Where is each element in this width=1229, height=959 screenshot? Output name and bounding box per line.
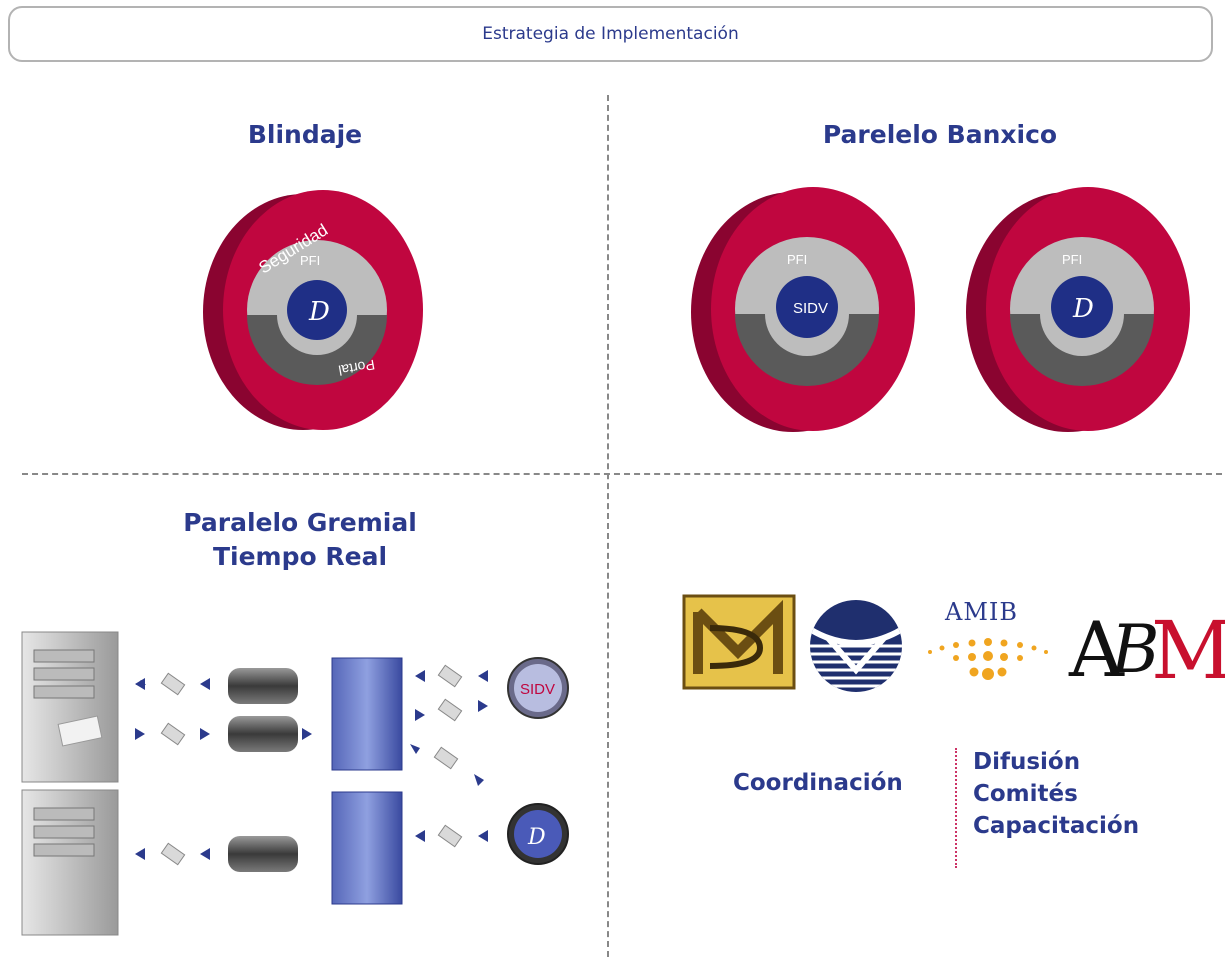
blindaje-disc: D Seguridad PFI Portal: [203, 190, 423, 430]
indeval-arc-logo-icon: [810, 600, 902, 692]
sidv-center-label: SIDV: [793, 300, 828, 317]
message-envelope-icon: [437, 698, 463, 722]
arrow-icon: [135, 728, 145, 740]
amib-logo-text: AMIB: [945, 598, 1019, 626]
arrow-icon: [415, 709, 425, 721]
ring-inner-label: Portal: [337, 357, 376, 379]
banxico-title: Parelelo Banxico: [822, 120, 1058, 149]
message-envelope-icon: [160, 842, 186, 866]
indeval-logo-icon: [287, 280, 347, 340]
svg-text:D: D: [527, 825, 546, 850]
abm-logo-icon: A B M: [1068, 604, 1225, 692]
arrow-icon: [415, 670, 425, 682]
coordinacion-items: Difusión Comités Capacitación: [973, 746, 1139, 842]
blindaje-title: Blindaje: [247, 120, 363, 149]
gremial-network-diagram: SIDV D: [21, 631, 569, 936]
message-envelope-icon: [57, 715, 103, 747]
header-title: Estrategia de Implementación: [482, 24, 739, 44]
arrow-icon: [200, 678, 210, 690]
server-tower-icon: [21, 789, 119, 936]
horizontal-divider: [22, 473, 1222, 475]
server-tower-icon: [21, 631, 119, 783]
item-capacitacion: Capacitación: [973, 813, 1140, 839]
amib-dots-icon: [928, 638, 1048, 680]
svg-text:A: A: [1068, 605, 1125, 692]
header-title-bar: Estrategia de Implementación: [8, 6, 1213, 62]
ring-mid-label: PFI: [300, 253, 320, 268]
arrow-icon: [410, 744, 420, 754]
arrow-icon: [135, 678, 145, 690]
queue-cylinder-icon: [228, 668, 298, 704]
banxico-disc-indeval: D PFI: [966, 187, 1190, 432]
processor-panel-icon: [331, 791, 403, 905]
arrow-icon: [135, 848, 145, 860]
arrow-icon: [478, 700, 488, 712]
ring-mid-label: PFI: [1062, 252, 1082, 267]
queue-cylinder-icon: [228, 836, 298, 872]
message-envelope-icon: [437, 664, 463, 688]
indeval-logo-icon: D: [507, 803, 569, 865]
svg-text:B: B: [1110, 611, 1160, 688]
banxico-disc-sidv: SIDV PFI: [691, 187, 915, 432]
message-envelope-icon: [433, 746, 459, 770]
arrow-icon: [478, 830, 488, 842]
item-comites: Comités: [973, 781, 1078, 807]
arrow-icon: [302, 728, 312, 740]
vertical-divider: [607, 95, 609, 957]
message-envelope-icon: [437, 824, 463, 848]
arrow-icon: [415, 830, 425, 842]
processor-panel-icon: [331, 657, 403, 771]
arrow-icon: [478, 670, 488, 682]
indeval-logo-icon: [1051, 276, 1113, 338]
coordinacion-separator: [955, 748, 957, 868]
item-difusion: Difusión: [973, 749, 1081, 775]
svg-text:D: D: [308, 297, 330, 327]
svg-text:D: D: [1072, 294, 1094, 324]
svg-text:M: M: [1151, 604, 1225, 692]
arrow-icon: [200, 848, 210, 860]
arrow-icon: [200, 728, 210, 740]
svg-text:SIDV: SIDV: [520, 681, 555, 698]
arrow-icon: [474, 774, 484, 786]
ring-mid-label: PFI: [787, 252, 807, 267]
message-envelope-icon: [160, 722, 186, 746]
coordinacion-label: Coordinación: [733, 770, 903, 796]
message-envelope-icon: [160, 672, 186, 696]
sidv-endpoint-icon: SIDV: [507, 657, 569, 719]
queue-cylinder-icon: [228, 716, 298, 752]
bmv-logo-icon: [682, 594, 796, 690]
gremial-title: Paralelo Gremial Tiempo Real: [183, 508, 417, 571]
